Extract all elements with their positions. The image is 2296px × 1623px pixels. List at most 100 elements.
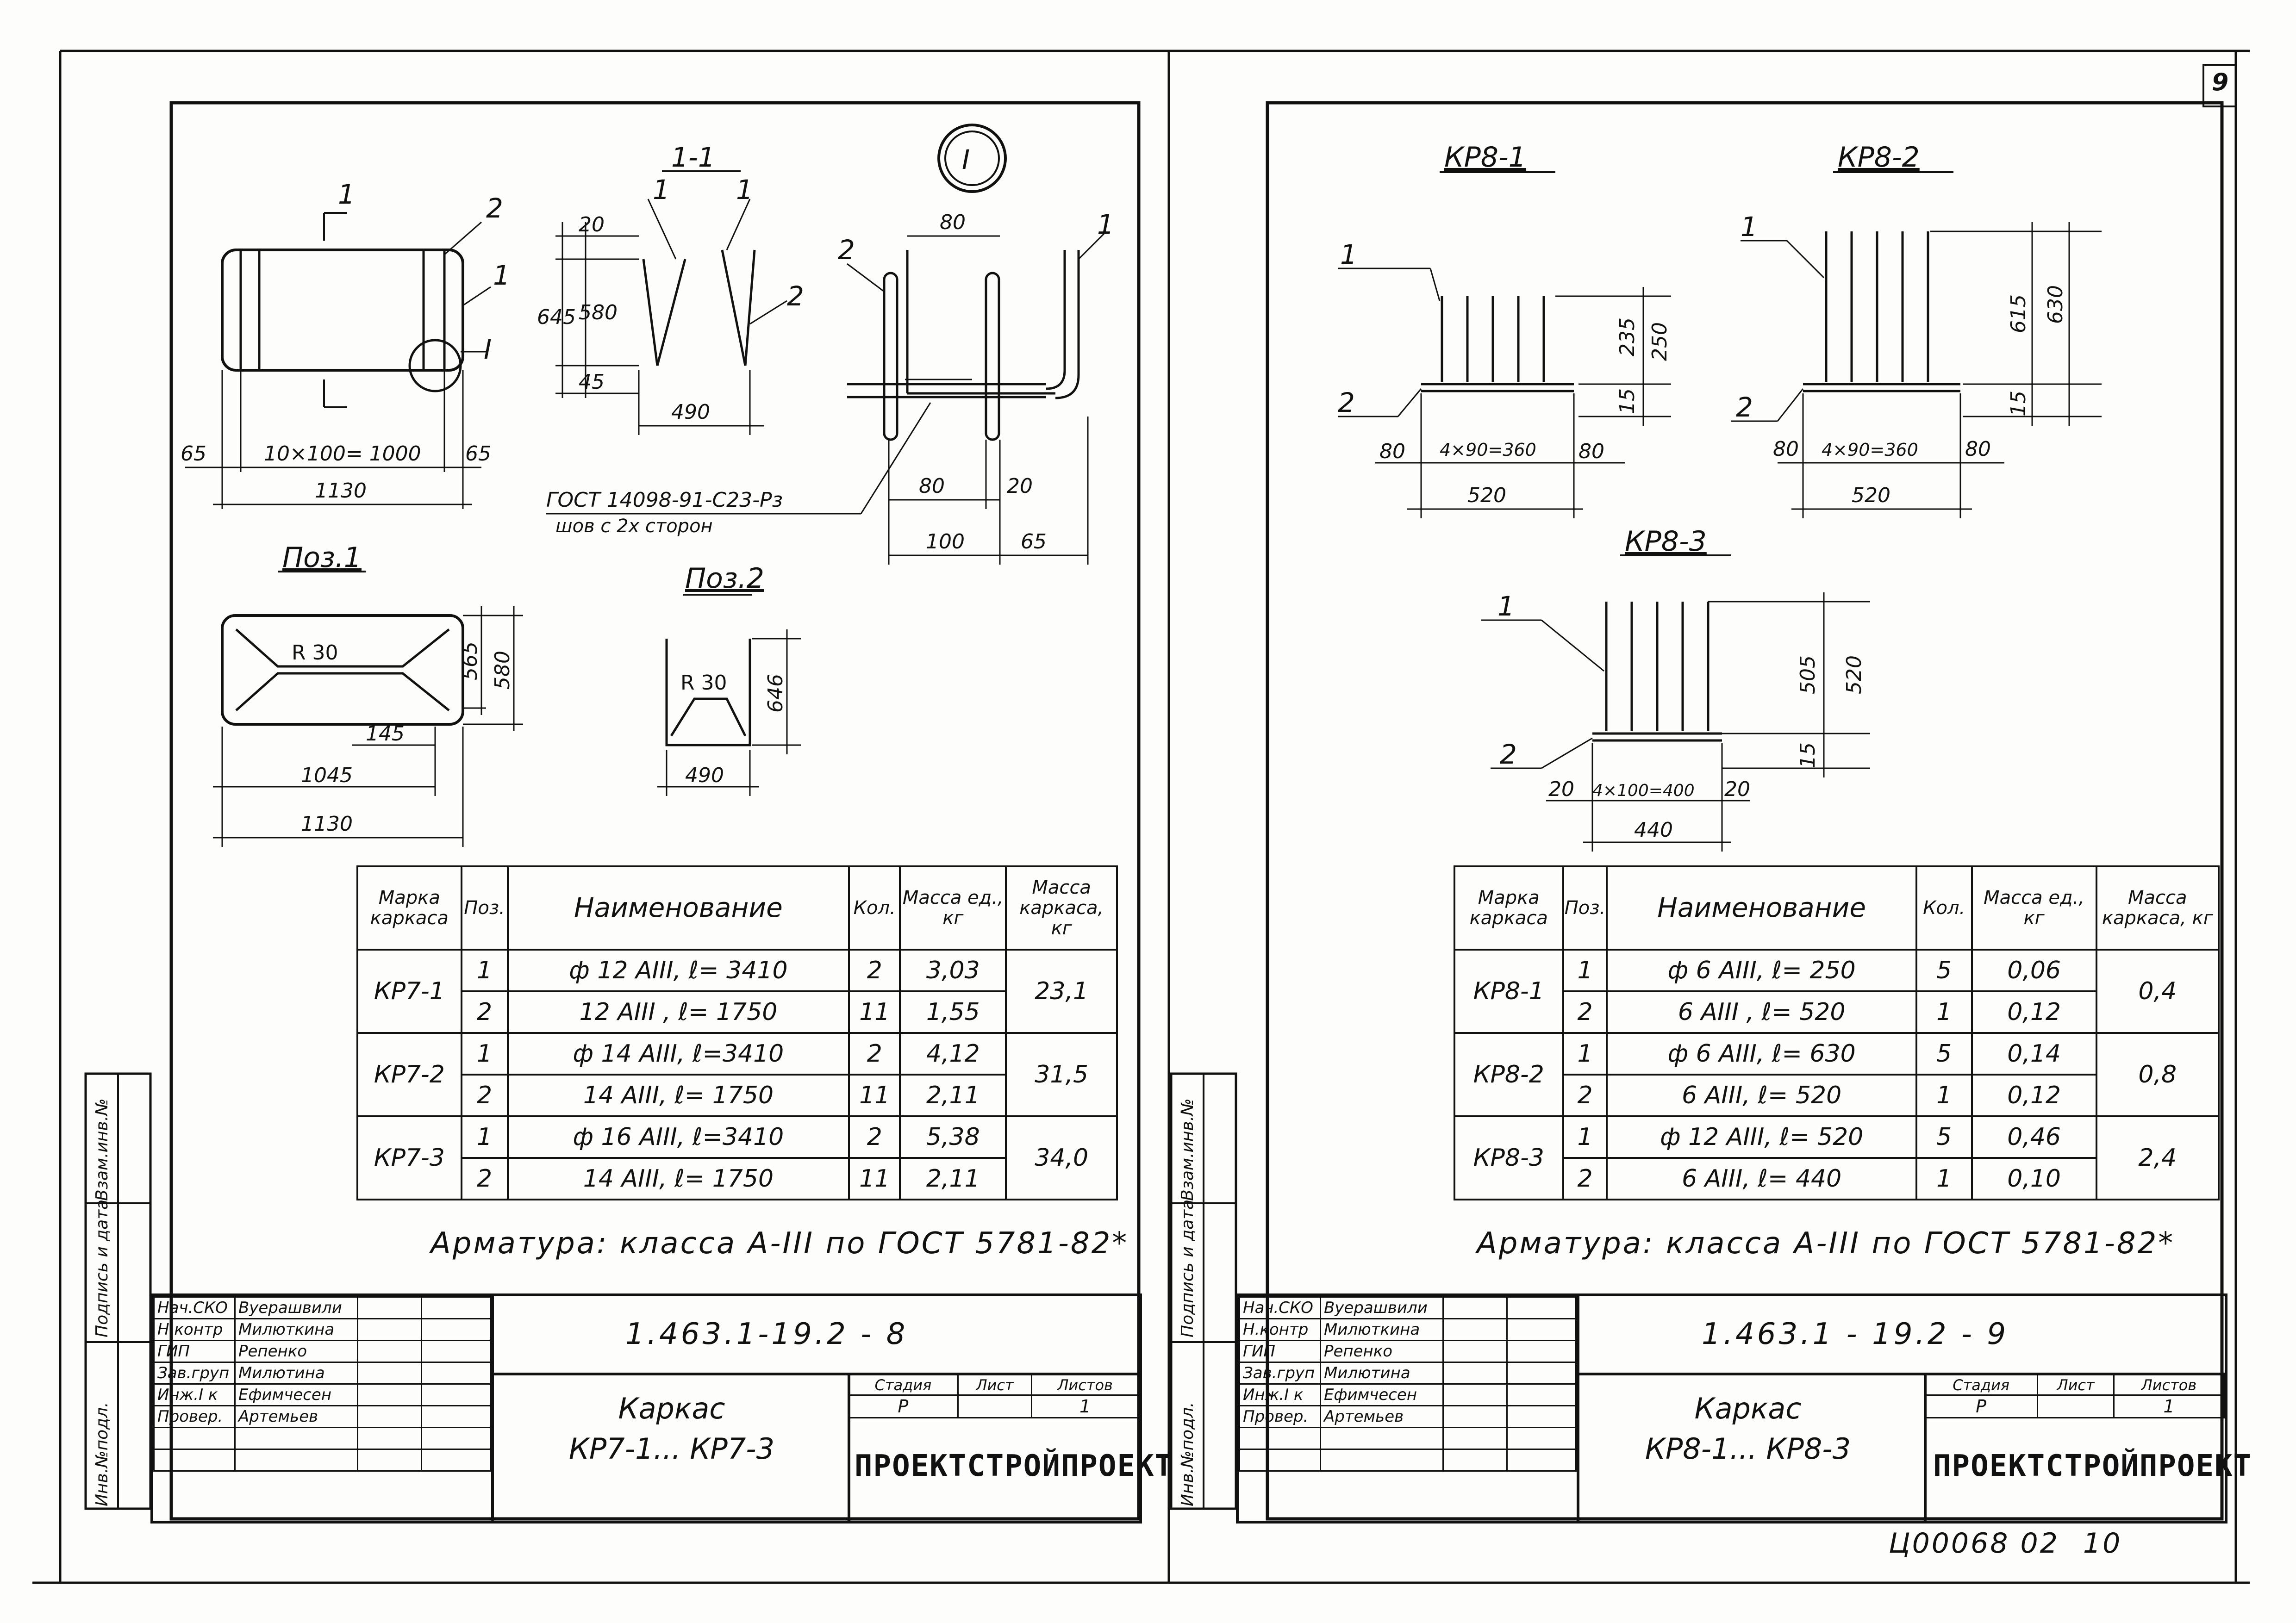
col-header-mass-unit: Масса ед., кг	[1971, 865, 2097, 951]
name-cell: Милюткина	[234, 1318, 358, 1341]
pos-cell: 2	[1562, 1074, 1608, 1117]
pos-cell: 1	[1562, 1032, 1608, 1076]
section-dim-20: 20	[579, 213, 605, 236]
mass-cell: 4,12	[899, 1032, 1007, 1076]
left-title-line-1: Каркас	[618, 1392, 725, 1425]
name-cell: ф 12 АIII, ℓ= 3410	[506, 949, 850, 992]
plan-dim-middle: 10×100= 1000	[264, 442, 421, 466]
page-number: 9	[2212, 68, 2229, 96]
name-cell: Милюткина	[1319, 1318, 1444, 1341]
detail-callout-label: I	[962, 144, 970, 175]
krv2-dim-80-left: 80	[1773, 437, 1799, 461]
role-cell: Нач.СКО	[153, 1296, 236, 1319]
name-cell: Артемьев	[1319, 1405, 1444, 1428]
archive-number: Ц00068 02	[1889, 1527, 2059, 1560]
mass-cell: 1,55	[899, 990, 1007, 1034]
cage-mark: КР7-1	[356, 949, 462, 1034]
signature-cell	[356, 1318, 423, 1341]
signature-cell	[356, 1362, 423, 1385]
pos-cell: 1	[460, 1115, 509, 1159]
cage-mark: КР7-3	[356, 1115, 462, 1200]
cage-mark: КР8-3	[1454, 1115, 1564, 1200]
plan-detail-mark: I	[484, 334, 492, 365]
section-dim-645: 645	[537, 305, 576, 329]
table-row: 2 6 АIII, ℓ= 520 1 0,12	[1454, 1074, 2219, 1117]
pos2-dim-646: 646	[764, 674, 787, 713]
section-dim-45: 45	[579, 370, 605, 394]
krv1-dim-15: 15	[1616, 388, 1639, 414]
pos-cell: 1	[1562, 1115, 1608, 1159]
role-cell: ГИП	[1239, 1340, 1321, 1363]
krv3-dim-520: 520	[1842, 655, 1866, 694]
qty-cell: 1	[1915, 1157, 1973, 1200]
plan-dim-total: 1130	[315, 479, 367, 503]
role-cell: Провер.	[1239, 1405, 1321, 1428]
cage-mass: 23,1	[1005, 949, 1118, 1034]
signature-cell	[1442, 1362, 1508, 1385]
sheet-value	[957, 1394, 1033, 1418]
pos-cell: 1	[1562, 949, 1608, 992]
krv1-dim-middle: 4×90=360	[1440, 440, 1536, 460]
krv2-dim-80-right: 80	[1965, 437, 1991, 461]
krv2-dim-15: 15	[2007, 391, 2030, 417]
krv1-dim-80-left: 80	[1379, 440, 1405, 463]
cage-mark: КР7-2	[356, 1032, 462, 1117]
name-cell: Вуерашвили	[1319, 1296, 1444, 1319]
sheets-value: 1	[2113, 1394, 2225, 1418]
section-dim-490: 490	[671, 400, 710, 424]
col-header-name: Наименование	[506, 865, 850, 951]
right-title-line-1: Каркас	[1694, 1392, 1802, 1425]
section-mark-1a: 1	[653, 174, 670, 205]
right-organization: ПРОЕКТСТРОЙПРОЕКТ	[1933, 1449, 2252, 1483]
pos1-radius: R 30	[292, 641, 338, 665]
name-cell: Репенко	[234, 1340, 358, 1363]
name-cell: 12 АIII , ℓ= 1750	[506, 990, 850, 1034]
krv3-dim-20-left: 20	[1548, 777, 1574, 801]
name-cell: Милютина	[234, 1362, 358, 1385]
right-document-code: 1.463.1 - 19.2 - 9	[1702, 1317, 2009, 1351]
pos1-dim-145: 145	[366, 722, 405, 746]
mass-cell: 0,14	[1971, 1032, 2097, 1076]
pos-cell: 2	[1562, 1157, 1608, 1200]
stage-header: Стадия	[1923, 1374, 2039, 1396]
name-cell: ф 6 АIII, ℓ= 250	[1606, 949, 1917, 992]
name-cell: Вуерашвили	[234, 1296, 358, 1319]
mass-cell: 0,46	[1971, 1115, 2097, 1159]
sheets-value: 1	[1031, 1394, 1139, 1418]
col-header-qty: Кол.	[848, 865, 901, 951]
detail-dim-20: 20	[1007, 474, 1033, 498]
table-row: КР7-2 1 ф 14 АIII, ℓ=3410 2 4,12 31,5	[356, 1032, 1118, 1117]
signature-cell	[356, 1383, 423, 1406]
krv2-dim-total: 520	[1852, 484, 1890, 507]
stage-value: Р	[848, 1394, 959, 1418]
signature-cell	[356, 1340, 423, 1363]
signature-cell	[356, 1296, 423, 1319]
table-row: КР8-1 1 ф 6 АIII, ℓ= 250 5 0,06 0,4	[1454, 949, 2220, 1034]
pos1-dim-1045: 1045	[301, 764, 353, 787]
col-header-mark: Марка каркаса	[356, 865, 462, 951]
right-spec-table: Марка каркаса Поз. Наименование Кол. Мас…	[1454, 865, 2220, 1200]
qty-cell: 2	[848, 949, 901, 992]
left-title-line-2: КР7-1... КР7-3	[568, 1431, 775, 1466]
qty-cell: 5	[1915, 1115, 1973, 1159]
signature-cell	[1442, 1405, 1508, 1428]
mass-cell: 0,10	[1971, 1157, 2097, 1200]
qty-cell: 5	[1915, 1032, 1973, 1076]
signature-cell	[1442, 1296, 1508, 1319]
qty-cell: 2	[848, 1115, 901, 1159]
krv3-title: КР8-3	[1625, 525, 1707, 558]
pos2-dim-490: 490	[685, 764, 724, 787]
detail-dim-100: 100	[926, 530, 965, 553]
col-header-pos: Поз.	[1562, 865, 1608, 951]
detail-dim-65: 65	[1021, 530, 1047, 553]
krv3-dim-20-right: 20	[1724, 777, 1750, 801]
weld-note: шов с 2х сторон	[555, 516, 713, 537]
signature-cell	[1442, 1340, 1508, 1363]
name-cell: Милютина	[1319, 1362, 1444, 1385]
plan-dim-65-left: 65	[181, 442, 206, 466]
krv2-dim-middle: 4×90=360	[1822, 440, 1918, 460]
